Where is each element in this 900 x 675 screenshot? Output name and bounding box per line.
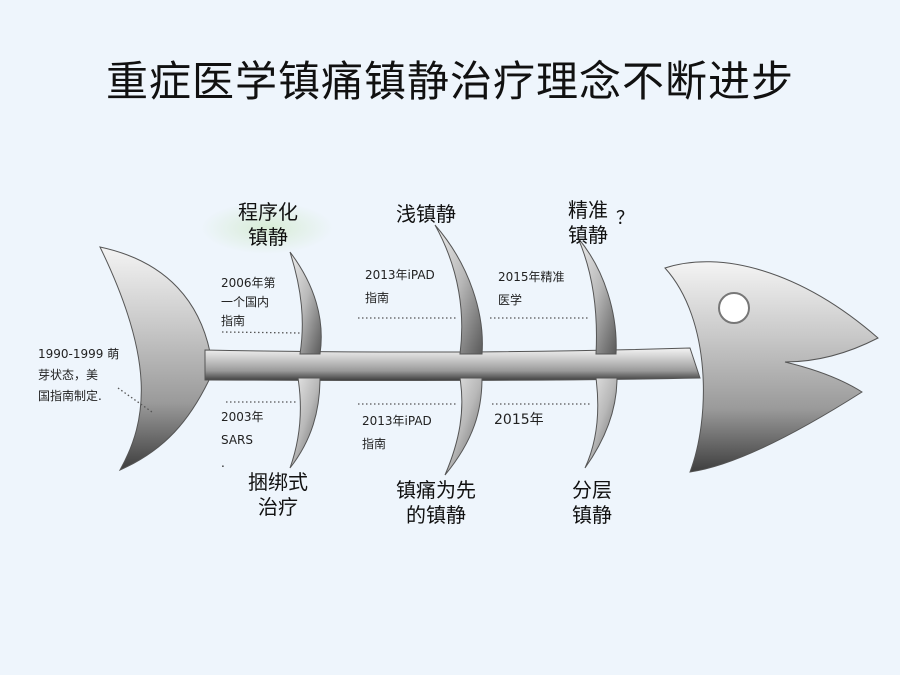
fish-spine: [204, 347, 701, 381]
question-mark: ？: [616, 208, 634, 229]
page-title: 重症医学镇痛镇静治疗理念不断进步: [105, 57, 794, 106]
leader-top-1: [221, 331, 301, 334]
note-bottom-1: 2003年 SARS .: [221, 410, 264, 470]
branch-label-bottom-1: 捆绑式 治疗: [248, 470, 308, 519]
rib-top-3: [577, 237, 617, 355]
branch-label-top-3: 精准 镇静: [568, 198, 608, 247]
highlight-glow: [201, 202, 333, 254]
note-tail: 1990-1999 萌 芽状态，美 国指南制定.: [38, 347, 120, 403]
branch-label-top-2: 浅镇静: [396, 202, 456, 226]
note-bottom-2: 2013年iPAD 指南: [362, 414, 432, 451]
branch-label-bottom-2: 镇痛为先 的镇静: [396, 478, 476, 527]
note-top-1: 2006年第 一个国内 指南: [221, 276, 276, 329]
fish-tail: [99, 246, 211, 472]
branch-label-top-1: 程序化 镇静: [238, 200, 298, 249]
branch-label-bottom-3: 分层 镇静: [572, 478, 612, 527]
fish-head: [664, 261, 879, 473]
rib-top-1: [289, 251, 322, 355]
fish-eye: [718, 292, 750, 324]
rib-bottom-1: [289, 377, 321, 469]
rib-bottom-3: [584, 377, 618, 469]
leader-tail: [117, 387, 153, 413]
rib-top-2: [434, 224, 483, 355]
note-top-2: 2013年iPAD 指南: [365, 268, 435, 305]
note-bottom-3: 2015年: [494, 412, 544, 428]
note-top-3: 2015年精准 医学: [498, 270, 565, 307]
rib-bottom-2: [444, 377, 483, 476]
